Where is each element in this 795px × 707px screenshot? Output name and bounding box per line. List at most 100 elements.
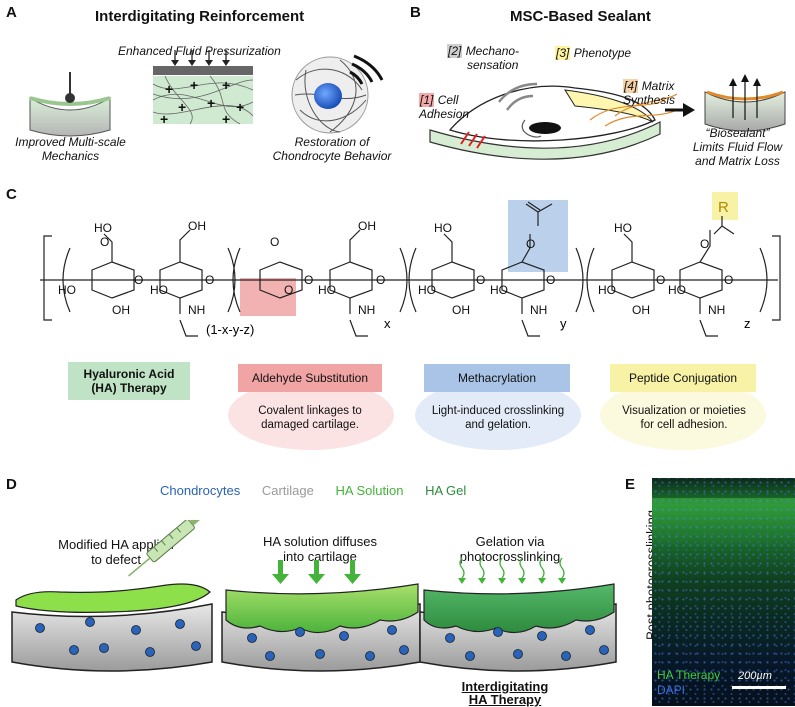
svg-text:+: + (165, 81, 173, 97)
syringe-icon (128, 520, 205, 577)
panel-a-letter: A (6, 4, 17, 21)
svg-text:OH: OH (188, 219, 206, 233)
ha-therapy-legend: HA Therapy (657, 668, 721, 682)
svg-text:O: O (656, 273, 665, 287)
svg-text:+: + (190, 77, 198, 93)
panel-d-letter: D (6, 476, 17, 493)
dapi-legend: DAPI (657, 683, 686, 697)
svg-text:O: O (284, 283, 293, 297)
panel-a-title: Interdigitating Reinforcement (95, 8, 305, 25)
svg-text:OH: OH (452, 303, 470, 317)
svg-text:O: O (476, 273, 485, 287)
svg-text:+: + (207, 95, 215, 111)
ha-applied (15, 583, 211, 613)
svg-text:HO: HO (434, 221, 452, 235)
cartilage-surface (429, 121, 661, 160)
svg-text:O: O (376, 273, 385, 287)
subscript-x: x (384, 316, 391, 331)
cell-nucleus-icon (529, 122, 561, 134)
svg-text:O: O (270, 235, 279, 249)
svg-text:OH: OH (358, 219, 376, 233)
svg-text:O: O (205, 273, 214, 287)
aldehyde-box: Aldehyde Substitution (238, 364, 382, 392)
svg-text:O: O (134, 273, 143, 287)
legend-ha-gel: HA Gel (425, 483, 467, 498)
phenotype-highlight (564, 89, 654, 123)
ha-therapy-box: Hyaluronic Acid(HA) Therapy (68, 362, 190, 400)
ha-solution-diffusing (225, 583, 419, 634)
svg-text:O: O (724, 273, 733, 287)
svg-text:HO: HO (318, 283, 336, 297)
subscript-rest: (1-x-y-z) (206, 322, 254, 337)
legend-chondrocytes: Chondrocytes (160, 483, 241, 498)
svg-text:NH: NH (530, 303, 547, 317)
platen (153, 66, 253, 75)
svg-text:HO: HO (58, 283, 76, 297)
r-group-label: R (718, 199, 729, 216)
svg-text:NH: NH (708, 303, 725, 317)
light-waves (459, 557, 565, 579)
peptide-box: Peptide Conjugation (610, 364, 756, 392)
svg-text:O: O (700, 237, 709, 251)
indenter-tip-icon (65, 93, 75, 103)
mechanosensation-label: [2] Mechano-sensation (447, 44, 520, 72)
panel-c-letter: C (6, 186, 17, 203)
svg-text:+: + (222, 77, 230, 93)
svg-text:HO: HO (490, 283, 508, 297)
phenotype-label: [3] Phenotype (555, 46, 632, 60)
scale-bar (732, 686, 786, 689)
scale-bar-label: 200µm (738, 670, 772, 682)
svg-text:O: O (304, 273, 313, 287)
svg-text:HO: HO (150, 283, 168, 297)
fluorescence-image (652, 478, 795, 706)
svg-text:OH: OH (112, 303, 130, 317)
panel-e-letter: E (625, 476, 636, 493)
panel-d-illustration (11, 520, 617, 672)
nucleus-icon (314, 83, 342, 109)
fluid-pressurization-label: Enhanced Fluid Pressurization (118, 44, 281, 58)
svg-text:O: O (546, 273, 555, 287)
aldehyde-highlight (240, 278, 296, 316)
svg-text:HO: HO (94, 221, 112, 235)
svg-text:+: + (160, 111, 168, 127)
svg-text:O: O (100, 235, 109, 249)
svg-text:+: + (178, 99, 186, 115)
legend: Chondrocytes Cartilage HA Solution HA Ge… (160, 483, 466, 498)
subscript-z: z (744, 316, 751, 331)
svg-text:NH: NH (358, 303, 375, 317)
svg-text:OH: OH (632, 303, 650, 317)
svg-text:HO: HO (598, 283, 616, 297)
svg-text:HO: HO (614, 221, 632, 235)
peptide-highlight (712, 192, 738, 220)
panel-b-title: MSC-Based Sealant (510, 8, 651, 25)
panel-b-letter: B (410, 4, 421, 21)
svg-text:NH: NH (188, 303, 205, 317)
panel-a-illustration: +++ +++ ++ (29, 50, 384, 137)
legend-cartilage: Cartilage (261, 483, 314, 498)
ha-gel-layer (423, 583, 615, 634)
methacrylate-highlight (508, 200, 568, 272)
subscript-y: y (560, 316, 567, 331)
svg-text:HO: HO (418, 283, 436, 297)
svg-text:+: + (236, 99, 244, 115)
panel-b-illustration (429, 74, 786, 160)
indenter-cartilage (29, 97, 111, 137)
legend-ha-solution: HA Solution (335, 483, 404, 498)
cartilage-block-1 (11, 603, 213, 672)
methacrylation-box: Methacrylation (424, 364, 570, 392)
svg-text:O: O (526, 237, 535, 251)
